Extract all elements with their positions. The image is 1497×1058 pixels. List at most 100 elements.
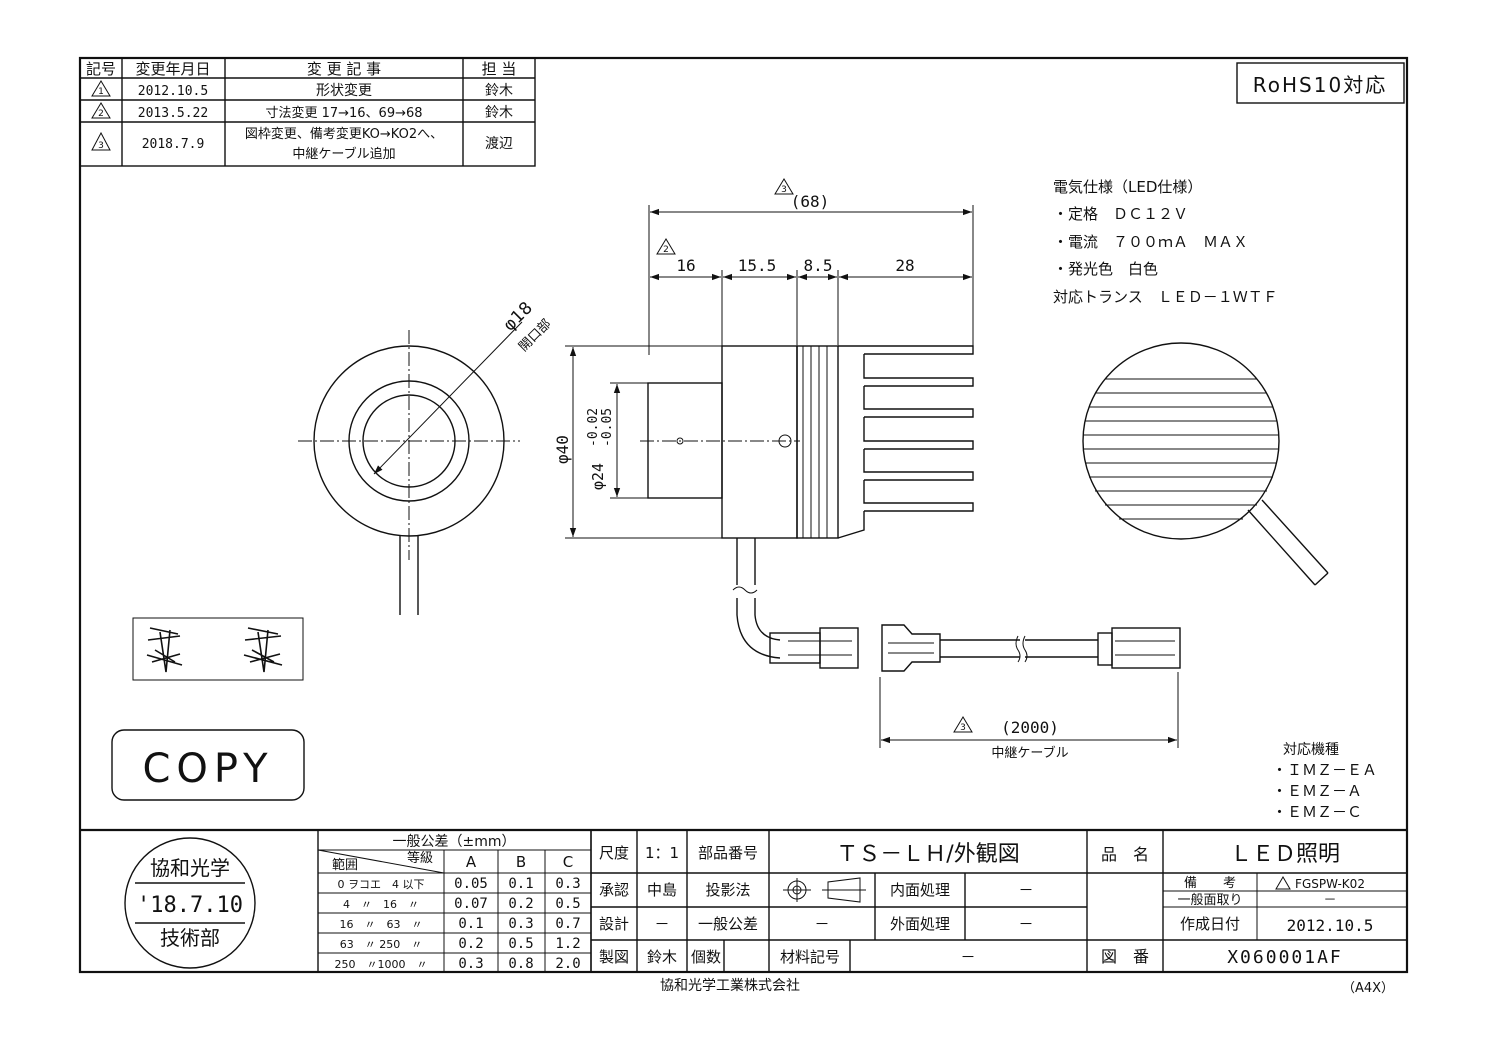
dim-tol-upper: -0.02	[586, 408, 601, 447]
stamp-company: 協和光学	[150, 856, 230, 880]
scale-label: 尺度	[599, 844, 629, 862]
svg-text:0.1: 0.1	[458, 916, 483, 932]
created-label: 作成日付	[1180, 915, 1240, 933]
tol-range-label: 範囲	[332, 858, 358, 873]
rev-header-note: 変 更 記 事	[307, 60, 381, 78]
approve-label: 承認	[599, 881, 629, 899]
approve-value: 中島	[647, 881, 677, 899]
model-item: ・ＥＭＺ－Ｃ	[1272, 803, 1362, 821]
revision-table: 記号 変更年月日 変 更 記 事 担 当 1 2012.10.5 形状変更 鈴木…	[79, 57, 536, 167]
cable-label: 中継ケーブル	[991, 745, 1068, 761]
product-value: ＬＥＤ照明	[1230, 842, 1340, 867]
compatible-models: 対応機種 ・ＩＭＺ－ＥＡ ・ＥＭＺ－Ａ ・ＥＭＺ－Ｃ	[1272, 742, 1377, 821]
rev-date: 2012.10.5	[138, 84, 208, 99]
spec-line: ・定格 ＤＣ１２Ｖ	[1053, 205, 1188, 223]
qty-label: 個数	[691, 948, 721, 966]
side-view: 3 (68) 2 16 15.5 8.5 28 φ40 φ24 -0.02 -0…	[553, 178, 974, 669]
front-view: φ18 開口部	[298, 298, 554, 615]
svg-text:0.1: 0.1	[508, 876, 533, 892]
stamp-date: '18.7.10	[137, 893, 243, 918]
rev-note: 形状変更	[316, 82, 372, 99]
rev-date: 2013.5.22	[138, 106, 208, 121]
rev-date: 2018.7.9	[142, 137, 205, 152]
svg-text:3: 3	[960, 723, 966, 733]
svg-text:0.2: 0.2	[508, 896, 533, 912]
general-tol-value: －	[814, 915, 829, 933]
svg-text:250 〃1000 〃: 250 〃1000 〃	[335, 958, 428, 971]
part-no-label: 部品番号	[698, 844, 758, 862]
spec-line: ・発光色 白色	[1053, 260, 1158, 278]
tol-row: 63 〃 250 〃 0.2 0.5 1.2	[340, 936, 581, 952]
rev-note-line2: 中継ケーブル追加	[292, 146, 395, 162]
revision-row: 2 2013.5.22 寸法変更 17→16、69→68 鈴木	[91, 102, 513, 121]
rev-person: 鈴木	[485, 105, 513, 121]
rev-person: 渡辺	[485, 136, 513, 152]
rev-header-person: 担 当	[482, 60, 517, 78]
rev-header-date: 変更年月日	[135, 60, 210, 78]
rev-header-mark: 記号	[86, 60, 116, 78]
revision-row: 3 2018.7.9 図枠変更、備考変更KO→KO2へ、 中継ケーブル追加 渡辺	[91, 126, 513, 162]
svg-text:3: 3	[781, 185, 787, 195]
stamp-dept: 技術部	[160, 926, 220, 950]
svg-text:0.5: 0.5	[508, 936, 533, 952]
rev-note: 寸法変更 17→16、69→68	[265, 105, 422, 121]
tol-row: 4 〃 16 〃 0.07 0.2 0.5	[343, 896, 581, 912]
projection-label: 投影法	[705, 881, 750, 899]
svg-text:0.3: 0.3	[508, 916, 533, 932]
inner-value: －	[1018, 881, 1033, 899]
svg-text:0.07: 0.07	[454, 896, 488, 912]
rev-person: 鈴木	[485, 83, 513, 99]
tol-title: 一般公差（±mm）	[392, 834, 515, 850]
svg-text:2.0: 2.0	[555, 956, 580, 972]
svg-text:1.2: 1.2	[555, 936, 580, 952]
svg-text:0.8: 0.8	[508, 956, 533, 972]
design-value: －	[654, 915, 669, 933]
design-label: 設計	[599, 915, 629, 933]
material-label: 材料記号	[780, 948, 840, 966]
chamfer-label: 一般面取り	[1177, 892, 1242, 908]
dim-28: 28	[895, 256, 914, 275]
material-value: －	[960, 948, 975, 966]
tol-row: 16 〃 63 〃 0.1 0.3 0.7	[340, 916, 581, 932]
tol-grade-label: 等級	[407, 850, 433, 866]
dim-8-5: 8.5	[804, 256, 833, 275]
draw-value: 鈴木	[647, 948, 677, 966]
rev-mark: 2	[98, 109, 104, 119]
spec-line: ・電流 ７００ｍＡ ＭＡＸ	[1053, 233, 1248, 251]
svg-text:0.7: 0.7	[555, 916, 580, 932]
spec-transformer: 対応トランス ＬＥＤ－１ＷＴＦ	[1053, 288, 1278, 306]
models-title: 対応機種	[1283, 742, 1339, 758]
drawing-no-value: X060001AF	[1227, 947, 1343, 968]
rev-mark: 1	[98, 87, 104, 97]
tol-col: C	[563, 853, 573, 871]
svg-text:16 〃 63 〃: 16 〃 63 〃	[340, 918, 423, 931]
svg-text:4 〃 16 〃: 4 〃 16 〃	[343, 898, 419, 911]
dim-overall: (68)	[791, 192, 830, 211]
tol-col: B	[516, 853, 526, 871]
approval-seal	[132, 617, 304, 681]
spec-title: 電気仕様（LED仕様）	[1053, 178, 1202, 196]
general-tol-label: 一般公差	[698, 915, 758, 933]
chamfer-value: －	[1323, 893, 1336, 908]
svg-text:63 〃 250 〃: 63 〃 250 〃	[340, 938, 423, 951]
rev-note: 図枠変更、備考変更KO→KO2へ、	[245, 126, 443, 142]
dim-16: 16	[676, 256, 695, 275]
tol-row: 250 〃1000 〃 0.3 0.8 2.0	[335, 956, 581, 972]
model-item: ・ＥＭＺ－Ａ	[1272, 782, 1362, 800]
copy-stamp: COPY	[142, 746, 273, 792]
projection-symbol-icon	[783, 877, 866, 903]
dim-cable-length: (2000)	[1001, 718, 1059, 737]
outer-label: 外面処理	[890, 915, 950, 933]
svg-text:0.05: 0.05	[454, 876, 488, 892]
svg-text:0.5: 0.5	[555, 896, 580, 912]
svg-text:0.2: 0.2	[458, 936, 483, 952]
rohs-badge: RoHS10対応	[1253, 73, 1387, 97]
tol-col: A	[466, 853, 477, 871]
svg-text:0.3: 0.3	[555, 876, 580, 892]
dim-phi24: φ24	[589, 463, 607, 490]
remarks-value: FGSPW-K02	[1295, 877, 1365, 891]
rear-view	[1082, 342, 1329, 586]
dim-tol-lower: -0.05	[600, 408, 615, 447]
date-stamp: 協和光学 '18.7.10 技術部	[124, 837, 256, 969]
